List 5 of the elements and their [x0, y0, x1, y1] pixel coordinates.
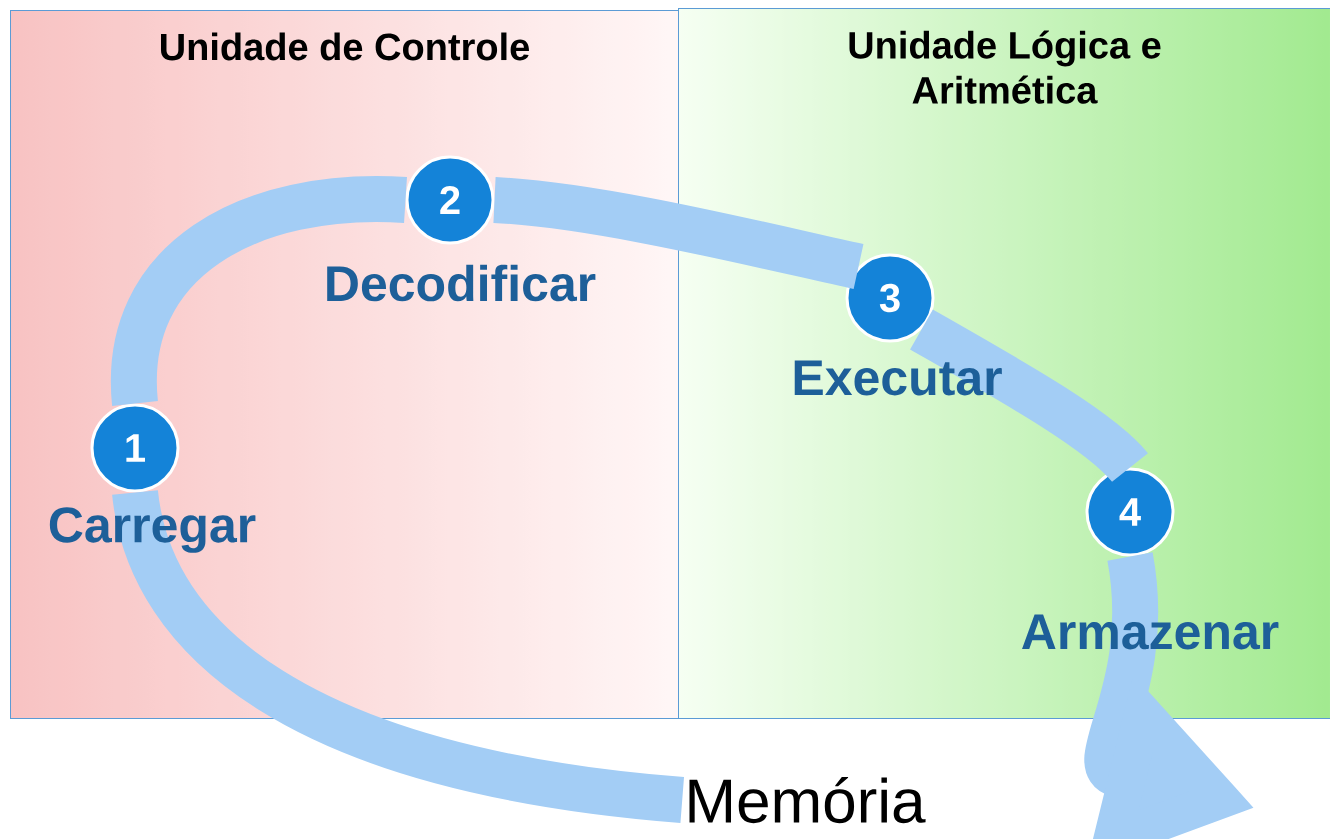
step-label: Decodificar [327, 264, 596, 302]
step-label: Executar [794, 360, 1002, 396]
memory-label: Memória [689, 776, 926, 824]
step-label: Armazenar [1022, 614, 1279, 650]
step-label: Carregar [49, 507, 256, 553]
